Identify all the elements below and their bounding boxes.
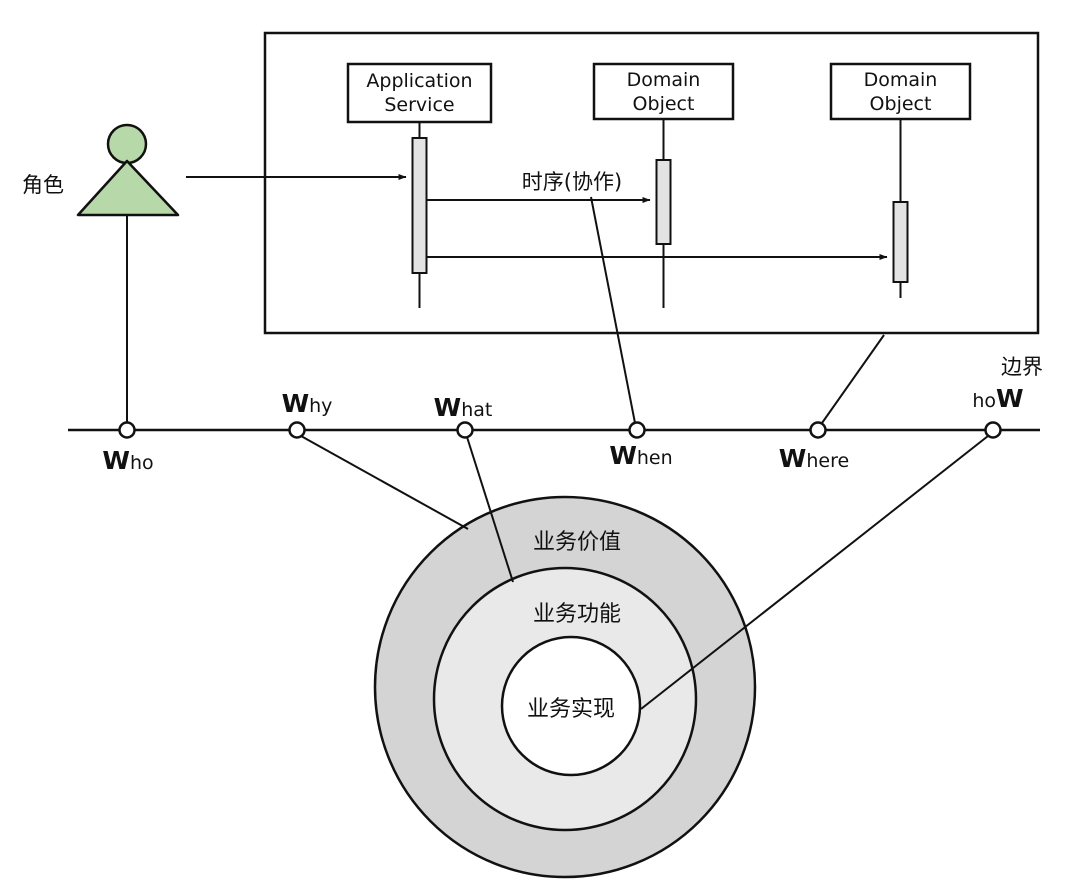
ring-label-business-function: 业务功能 (533, 602, 621, 627)
node-label-when: When (609, 441, 672, 470)
connector-why-to-outer-ring (300, 435, 469, 530)
timeline-node-where (809, 421, 827, 439)
participant-label-domain-object-2-2: Object (870, 93, 932, 115)
connector-where-to-boundary (821, 334, 885, 424)
participant-box-domain-object-2 (829, 62, 972, 121)
ring-inner-business-implementation (500, 635, 642, 777)
timeline-node-what (456, 421, 474, 439)
timeline-node-why (288, 421, 306, 439)
participant-box-application-service (346, 62, 493, 124)
actor-label: 角色 (22, 173, 64, 197)
timeline-node-how (984, 421, 1002, 439)
activation-bar-domain-object-2 (892, 201, 909, 283)
boundary-label: 边界 (1001, 355, 1043, 379)
ring-label-business-value: 业务价值 (533, 530, 621, 555)
participant-label-domain-object-2: Domain (864, 69, 938, 91)
activation-bar-domain-object-1 (655, 159, 672, 245)
ring-label-business-implementation: 业务实现 (527, 697, 615, 722)
timeline-node-when (628, 421, 646, 439)
participant-label-application-service-2: Service (384, 94, 454, 116)
connector-when-to-sequence (590, 196, 636, 424)
node-label-how: hoW (972, 384, 1023, 413)
participant-label-domain-object-1: Domain (627, 69, 701, 91)
connector-what-to-middle-ring (466, 436, 514, 583)
participant-label-application-service: Application (366, 70, 472, 92)
node-label-where: Where (779, 444, 849, 473)
node-label-what: What (434, 393, 493, 422)
actor-head (106, 123, 148, 165)
collaboration-label: 时序(协作) (522, 170, 622, 194)
actor-body (76, 159, 180, 217)
participant-box-domain-object-1 (592, 62, 735, 121)
activation-bar-application-service (411, 137, 428, 274)
timeline-node-who (118, 421, 136, 439)
connector-how-to-inner-ring (640, 435, 989, 710)
node-label-why: Why (282, 389, 333, 418)
participant-label-domain-object-1-2: Object (633, 93, 695, 115)
node-label-who: Who (102, 446, 153, 475)
